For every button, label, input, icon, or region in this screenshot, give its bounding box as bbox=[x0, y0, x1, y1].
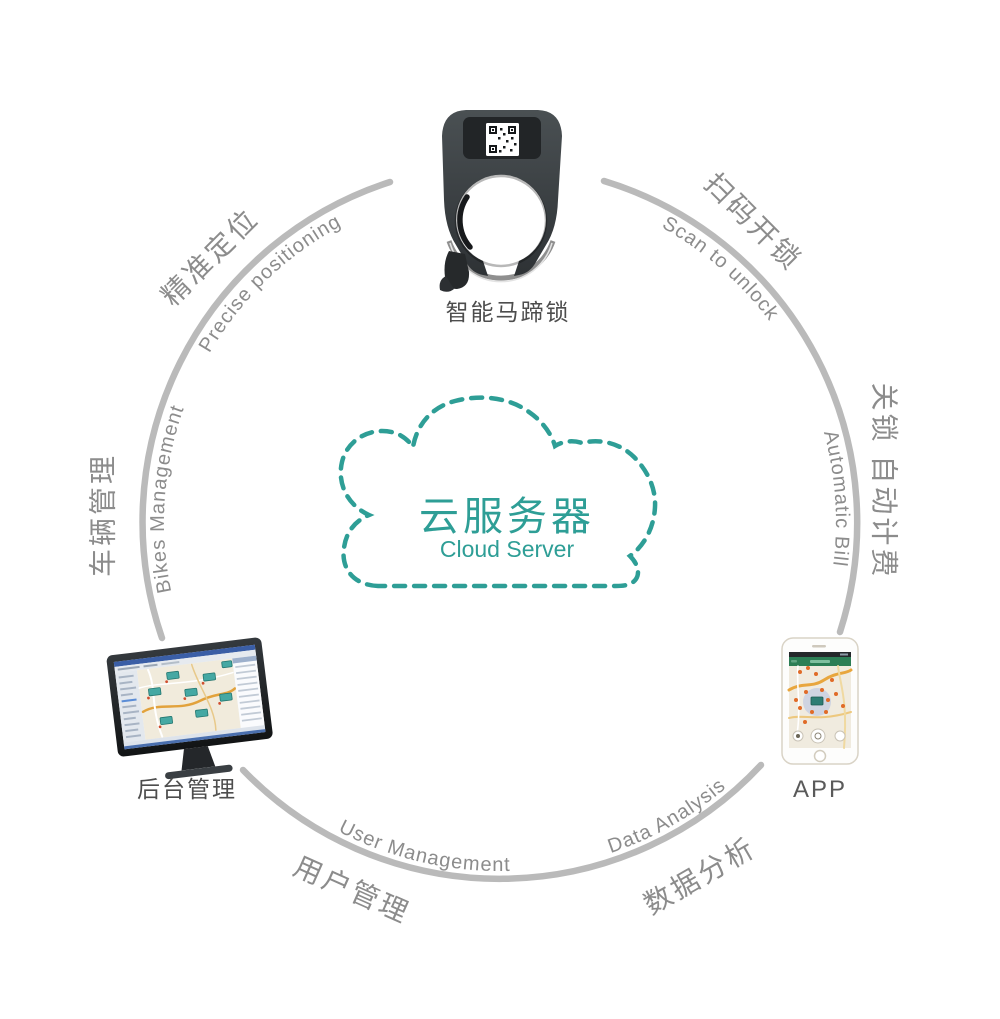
cloud-title-zh: 云服务器 bbox=[419, 495, 595, 539]
monitor-device bbox=[106, 637, 273, 780]
lock-hole-edge bbox=[454, 174, 548, 268]
cloud-title-en: Cloud Server bbox=[440, 536, 575, 562]
phone-map-controls bbox=[792, 728, 846, 744]
lock-arm-channel bbox=[457, 194, 473, 250]
lock-lever bbox=[444, 251, 470, 289]
cloud-outline bbox=[338, 395, 658, 589]
monitor-label: 后台管理 bbox=[137, 776, 237, 802]
monitor-list-panel bbox=[232, 655, 265, 729]
phone-speaker bbox=[812, 645, 826, 648]
smart-lock-device: 智能马蹄锁 bbox=[439, 110, 571, 325]
monitor-stand-neck bbox=[181, 746, 216, 771]
label-automatic-bill-zh: 关锁 自动计费 bbox=[869, 383, 900, 580]
smart-lock-label: 智能马蹄锁 bbox=[446, 299, 571, 325]
ring-arc-bottom bbox=[239, 761, 765, 883]
phone-user-marker bbox=[810, 696, 824, 706]
label-bikes-management-zh: 车辆管理 bbox=[88, 453, 119, 577]
monitor-map-roads bbox=[138, 663, 237, 738]
monitor-map-markers bbox=[147, 660, 233, 729]
phone-status-bar bbox=[789, 652, 851, 657]
connection-ring bbox=[139, 177, 861, 883]
qr-code bbox=[489, 126, 517, 153]
phone-device bbox=[781, 637, 859, 765]
ring-arc-left bbox=[139, 178, 394, 642]
ring-arc-right bbox=[600, 177, 861, 636]
lock-lever-tab bbox=[439, 276, 454, 292]
monitor-title-bar bbox=[113, 644, 256, 667]
label-user-management-en: User Management bbox=[336, 816, 511, 876]
monitor-status-strip bbox=[123, 725, 266, 747]
phone-home-button bbox=[813, 749, 827, 763]
monitor-toolbar bbox=[114, 649, 257, 673]
phone-map-pins bbox=[794, 666, 845, 724]
monitor-stand-base bbox=[165, 764, 233, 780]
app-label: APP bbox=[793, 776, 847, 803]
cloud-server: 云服务器 Cloud Server bbox=[338, 395, 658, 589]
label-data-analysis-en: Data Analysis bbox=[605, 774, 730, 858]
